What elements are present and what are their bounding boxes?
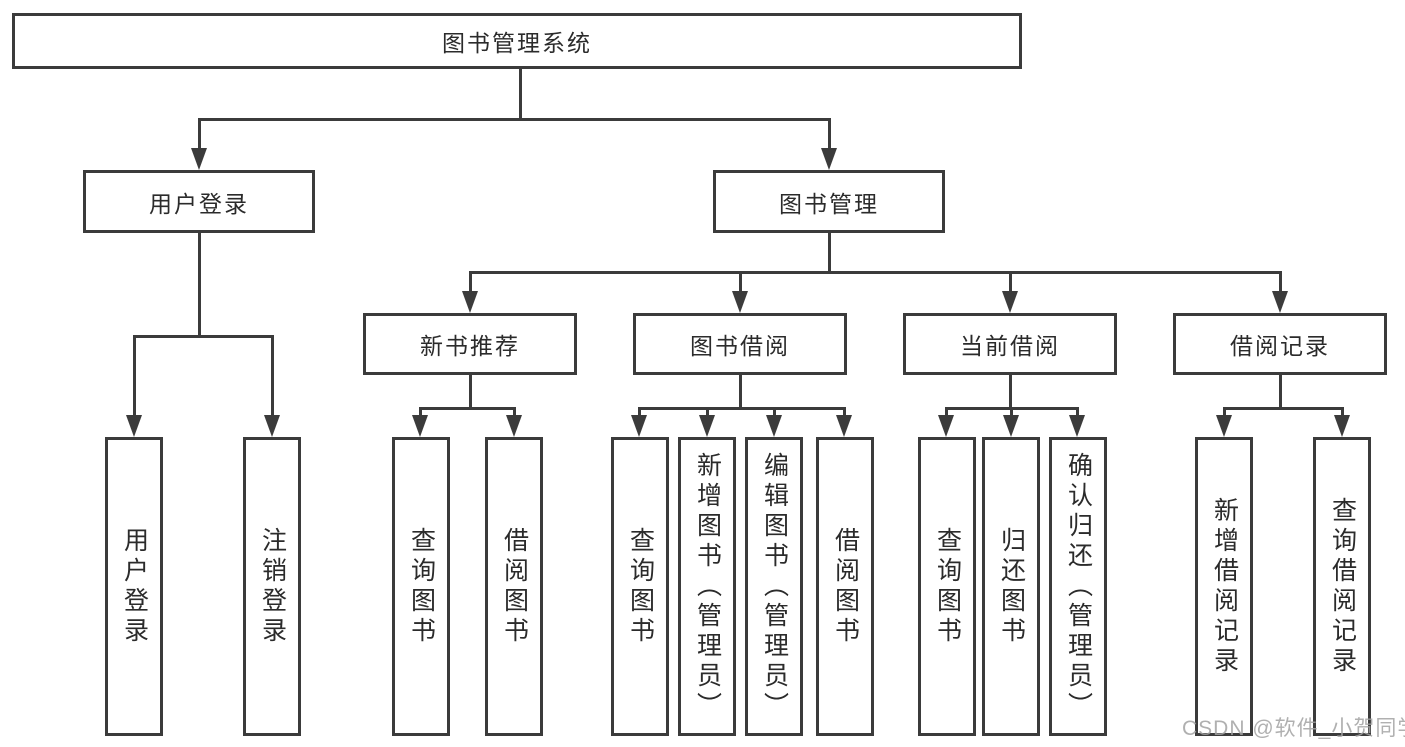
leaf-borrow-books-label: 借阅图书 [831,526,860,647]
connector-arm [828,118,831,149]
node-root: 图书管理系统 [12,13,1022,69]
node-new-book: 新书推荐 [363,313,577,375]
node-user-login-label: 用户登录 [149,190,249,217]
leaf-edit-books-admin-label: 编辑图书（管理员） [760,451,789,722]
connector-level3-branch [469,271,1282,274]
arrowhead [732,291,748,313]
leaf-confirm-return-admin-label: 确认归还（管理员） [1064,451,1093,722]
connector-userlogin-branch [133,335,274,338]
leaf-query-borrow-record: 查询借阅记录 [1313,437,1371,736]
arrowhead [1069,415,1085,437]
arrowhead [836,415,852,437]
arrowhead [699,415,715,437]
node-user-login: 用户登录 [83,170,315,233]
connector-arm [1076,407,1079,417]
connector-arm [843,407,846,417]
leaf-query-books-newbook-label: 查询图书 [407,526,436,647]
node-borrow-record: 借阅记录 [1173,313,1387,375]
leaf-query-books-current: 查询图书 [918,437,976,736]
leaf-query-books-borrow-label: 查询图书 [626,526,655,647]
arrowhead [631,415,647,437]
node-borrow-record-label: 借阅记录 [1230,333,1330,359]
leaf-query-books-newbook: 查询图书 [392,437,450,736]
leaf-borrow-books: 借阅图书 [816,437,874,736]
connector-arm [706,407,709,417]
arrowhead [264,415,280,437]
leaf-query-books-current-label: 查询图书 [933,526,962,647]
arrowhead [1216,415,1232,437]
arrowhead [1003,415,1019,437]
leaf-user-login-action: 用户登录 [105,437,163,736]
arrowhead [938,415,954,437]
connector-bookborrow-branch [638,407,846,410]
arrowhead [506,415,522,437]
arrowhead [1272,291,1288,313]
connector-arm [773,407,776,417]
leaf-add-borrow-record: 新增借阅记录 [1195,437,1253,736]
connector-arm [1279,271,1282,293]
leaf-add-books-admin-label: 新增图书（管理员） [693,451,722,722]
node-book-mgmt: 图书管理 [713,170,945,233]
connector-level2-branch [198,118,831,121]
connector-arm [198,118,201,149]
connector-bookmgmt-stem [828,233,831,274]
connector-arm [469,271,472,293]
node-book-borrow: 图书借阅 [633,313,847,375]
arrowhead [412,415,428,437]
leaf-borrow-books-newbook-label: 借阅图书 [500,526,529,647]
connector-root-stem [519,69,522,120]
connector-arm [1009,271,1012,293]
node-current-borrow-label: 当前借阅 [960,333,1060,359]
leaf-return-books-label: 归还图书 [997,526,1026,647]
leaf-edit-books-admin: 编辑图书（管理员） [745,437,803,736]
connector-arm [1341,407,1344,417]
connector-arm [513,407,516,417]
connector-arm [1223,407,1226,417]
node-current-borrow: 当前借阅 [903,313,1117,375]
arrowhead [1002,291,1018,313]
arrowhead [1334,415,1350,437]
arrowhead [821,148,837,170]
connector-arm [945,407,948,417]
connector-bookborrow-stem [739,375,742,410]
leaf-borrow-books-newbook: 借阅图书 [485,437,543,736]
leaf-user-login-action-label: 用户登录 [120,526,149,647]
connector-userlogin-stem [198,233,201,337]
connector-newbook-branch [419,407,516,410]
node-book-borrow-label: 图书借阅 [690,333,790,359]
leaf-add-books-admin: 新增图书（管理员） [678,437,736,736]
leaf-query-books-borrow: 查询图书 [611,437,669,736]
leaf-logout-label: 注销登录 [258,526,287,647]
leaf-add-borrow-record-label: 新增借阅记录 [1210,496,1239,677]
leaf-confirm-return-admin: 确认归还（管理员） [1049,437,1107,736]
connector-arm [271,335,274,417]
node-new-book-label: 新书推荐 [420,333,520,359]
connector-arm [1010,407,1013,417]
node-root-label: 图书管理系统 [442,30,592,56]
arrowhead [191,148,207,170]
connector-borrowrecord-branch [1223,407,1344,410]
leaf-return-books: 归还图书 [982,437,1040,736]
node-book-mgmt-label: 图书管理 [779,190,879,217]
leaf-query-borrow-record-label: 查询借阅记录 [1328,496,1357,677]
arrowhead [462,291,478,313]
arrowhead [766,415,782,437]
connector-arm [739,271,742,293]
connector-currentborrow-stem [1009,375,1012,410]
arrowhead [126,415,142,437]
csdn-watermark: CSDN @软件_小贺同学 [1182,717,1405,740]
connector-arm [419,407,422,417]
connector-newbook-stem [469,375,472,410]
leaf-logout: 注销登录 [243,437,301,736]
connector-arm [133,335,136,417]
connector-arm [638,407,641,417]
connector-borrowrecord-stem [1279,375,1282,410]
